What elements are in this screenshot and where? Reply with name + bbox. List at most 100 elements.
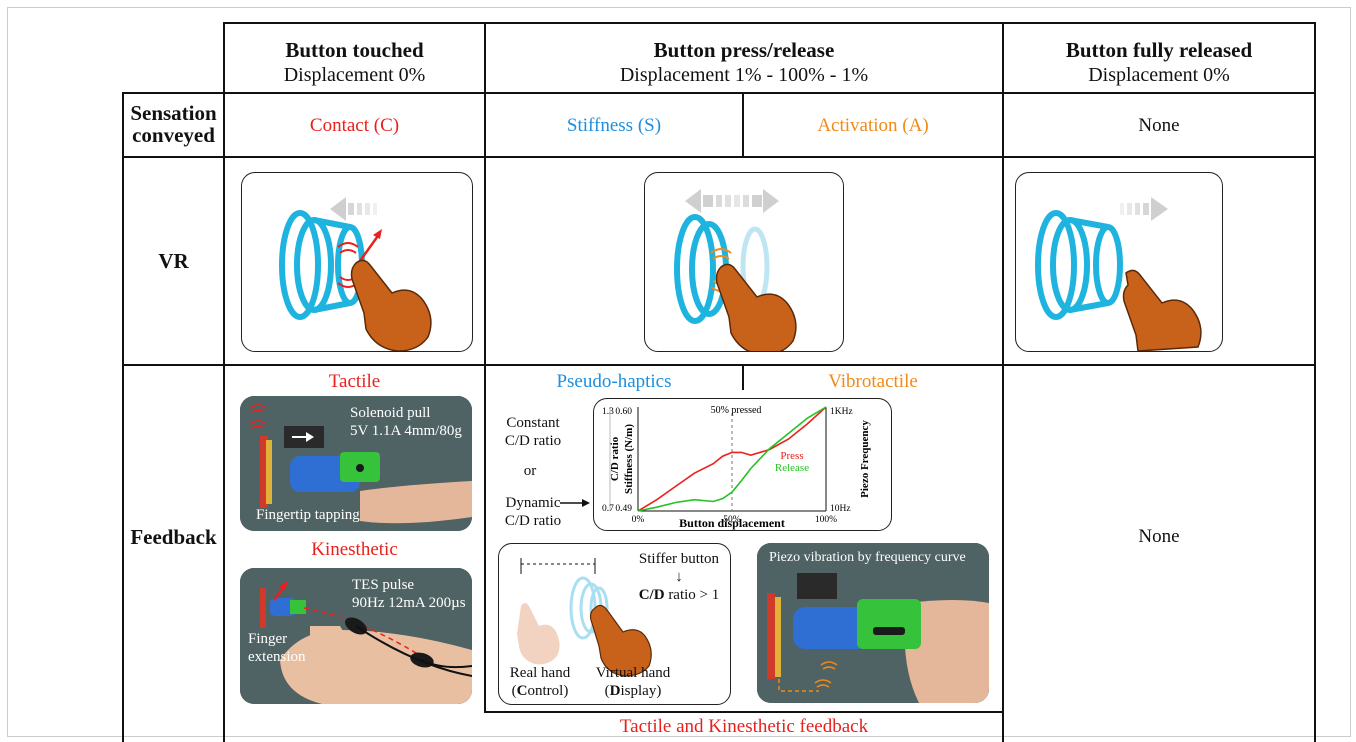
tes-device-illustration <box>240 568 472 704</box>
cd-bold-text: C/D <box>638 587 665 603</box>
row-label-sensation: Sensation conveyed <box>124 102 223 146</box>
dynamic-cd-line: Dynamic <box>505 495 561 511</box>
sensation-stiffness: Stiffness (S) <box>566 115 662 136</box>
grid-line <box>484 22 486 712</box>
cd-ratio-panel: Stiffer button ↓ C/D ratio > 1 Real hand… <box>498 543 731 705</box>
chart-stiffness-tick: 0.49 <box>615 504 632 514</box>
vr-touched-illustration <box>279 197 432 351</box>
grid-line <box>122 92 1316 94</box>
grid-line <box>223 22 225 742</box>
constant-cd-label: Constant C/D ratio <box>488 414 578 450</box>
chart-freq-tick: 1KHz <box>830 407 853 417</box>
chart-annotation: 50% pressed <box>711 405 762 416</box>
display-rest: isplay) <box>620 683 662 699</box>
piezo-photo: Piezo vibration by frequency curve <box>757 543 989 703</box>
col-header-press: Button press/release Displacement 1% - 1… <box>486 38 1002 87</box>
control-initial: C <box>516 683 528 699</box>
chart-freq-axis-label: Piezo Frequency <box>859 420 871 498</box>
virtual-hand-line: Virtual hand <box>595 665 671 681</box>
stiffness-chart: 50% pressed Button displacement 0% 50% 1… <box>602 405 871 530</box>
chart-stiffness-tick: 0.60 <box>615 407 632 417</box>
grid-line <box>122 364 1316 366</box>
paren: ( <box>604 683 610 699</box>
constant-cd-line: C/D ratio <box>504 433 562 449</box>
fingertip-tapping-label: Fingertip tapping <box>256 507 360 523</box>
header-title: Button fully released <box>1065 38 1253 62</box>
grid-line <box>122 92 124 742</box>
finger-extension-line: extension <box>248 649 306 665</box>
virtual-hand-label: Virtual hand (Display) <box>587 664 679 700</box>
row-label-feedback: Feedback <box>130 525 217 549</box>
stiffness-chart-panel: 50% pressed Button displacement 0% 50% 1… <box>593 398 892 531</box>
dynamic-cd-label: Dynamic C/D ratio <box>488 494 578 530</box>
display-initial: D <box>609 683 621 699</box>
piezo-label: Piezo vibration by frequency curve <box>769 550 966 565</box>
real-hand-icon <box>517 603 560 665</box>
header-subtitle: Displacement 1% - 100% - 1% <box>619 64 869 86</box>
chart-cd-tick: 1.3 <box>602 407 614 417</box>
finger-extension-line: Finger <box>248 631 288 647</box>
col-header-touched: Button touched Displacement 0% <box>225 38 484 87</box>
hand-icon <box>350 259 432 351</box>
grid-line <box>742 364 744 390</box>
finger-extension-label: Finger extension <box>248 630 306 666</box>
dynamic-arrow-icon <box>560 499 590 507</box>
constant-cd-line: Constant <box>506 415 560 431</box>
chart-freq-tick: 10Hz <box>830 504 851 514</box>
tes-photo: TES pulse 90Hz 12mA 200µs Finger extensi… <box>240 568 472 704</box>
stiffer-button-label: Stiffer button ↓ C/D ratio > 1 <box>633 550 725 604</box>
grid-line <box>1002 22 1004 742</box>
chart-cd-axis-label: C/D ratio <box>609 436 621 481</box>
vr-released-illustration <box>1035 197 1202 351</box>
feedback-kinesthetic-label: Kinesthetic <box>311 539 398 560</box>
chart-x-tick: 50% <box>723 515 741 525</box>
hand-icon <box>1122 269 1202 351</box>
paren: ( <box>511 683 517 699</box>
chart-legend-press: Press <box>780 450 803 462</box>
feedback-vibrotactile-label: Vibrotactile <box>828 371 918 392</box>
hand-icon <box>715 263 797 351</box>
sensation-activation: Activation (A) <box>817 115 929 136</box>
button-rings-icon <box>1035 210 1123 320</box>
push-arrow-both-icon <box>685 189 779 213</box>
grid-line <box>484 711 1003 713</box>
or-label: or <box>523 463 537 479</box>
vr-panel-released <box>1015 172 1223 352</box>
sensation-none: None <box>1138 115 1180 136</box>
header-subtitle: Displacement 0% <box>283 64 426 86</box>
cd-ratio-text: ratio > 1 <box>664 587 720 603</box>
piezo-device-illustration <box>757 543 989 703</box>
row-label-line: conveyed <box>132 123 215 147</box>
down-arrow-icon: ↓ <box>675 569 683 585</box>
vr-panel-press <box>644 172 844 352</box>
chart-series-release <box>637 406 827 512</box>
header-title: Button press/release <box>653 38 835 62</box>
control-rest: ontrol) <box>527 683 569 699</box>
figure-frame <box>7 7 1351 737</box>
tes-spec-line: 90Hz 12mA 200µs <box>352 595 466 611</box>
chart-x-tick: 100% <box>815 515 837 525</box>
col-header-released: Button fully released Displacement 0% <box>1004 38 1314 87</box>
chart-cd-tick: 0.7 <box>602 504 614 514</box>
feedback-tactile-label: Tactile <box>328 371 381 392</box>
solenoid-spec-line: 5V 1.1A 4mm/80g <box>350 423 462 439</box>
header-title: Button touched <box>285 38 424 62</box>
chart-xlabel: Button displacement <box>679 516 785 530</box>
chart-series-press <box>637 406 827 512</box>
virtual-hand-icon <box>589 604 652 677</box>
push-arrow-right-icon <box>1120 197 1168 221</box>
grid-line <box>122 156 1316 158</box>
push-arrow-left-icon <box>330 197 377 221</box>
dynamic-cd-line: C/D ratio <box>504 513 562 529</box>
feedback-pseudo-haptics-label: Pseudo-haptics <box>556 371 672 392</box>
vr-press-illustration <box>674 189 797 351</box>
tes-spec: TES pulse 90Hz 12mA 200µs <box>352 576 466 612</box>
tes-spec-line: TES pulse <box>352 577 415 593</box>
button-rings-icon <box>279 210 365 320</box>
tactile-kinesthetic-label: Tactile and Kinesthetic feedback <box>619 716 869 737</box>
grid-line <box>1314 22 1316 742</box>
chart-x-tick: 0% <box>632 515 645 525</box>
grid-line <box>223 22 1316 24</box>
vr-panel-touched <box>241 172 473 352</box>
real-hand-line: Real hand <box>509 665 571 681</box>
